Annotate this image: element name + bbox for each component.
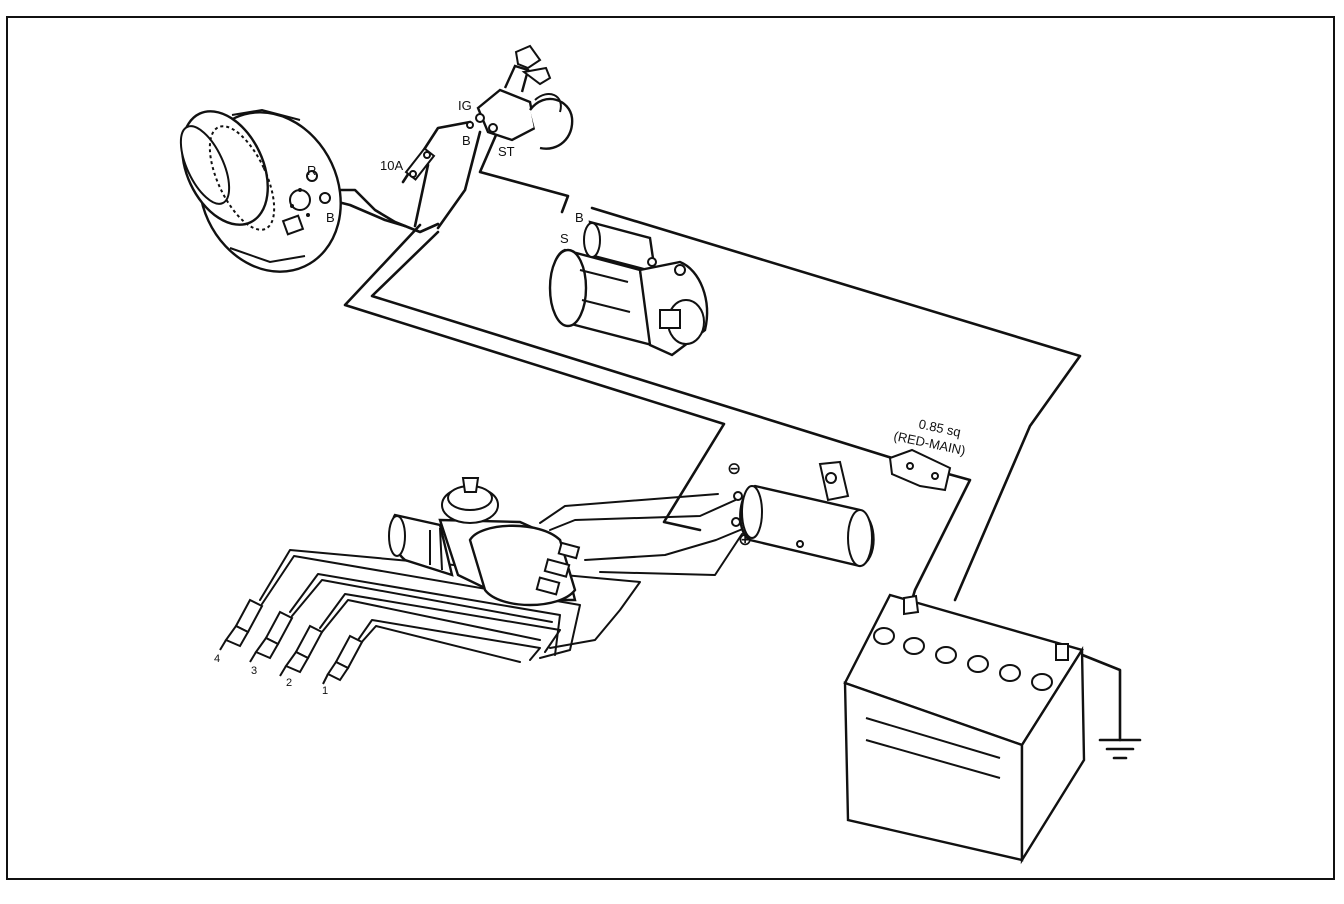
fuse-10a <box>404 147 436 181</box>
coil-positive-symbol: ⊕ <box>738 530 752 550</box>
plug-1-label: 1 <box>322 685 328 697</box>
plug-4-label: 4 <box>214 653 220 665</box>
ground-symbol <box>1098 738 1142 760</box>
coil-negative-symbol: ⊖ <box>727 459 741 479</box>
ignition-switch <box>466 44 574 150</box>
distributor <box>388 477 581 607</box>
fuse-10a-label: 10A <box>380 158 403 173</box>
spark-plug-2 <box>279 624 324 677</box>
alternator <box>179 108 342 273</box>
spark-plug-4 <box>219 598 264 651</box>
spark-plug-1 <box>322 634 364 685</box>
spark-plug-3 <box>249 610 294 663</box>
fusible-link <box>888 448 952 492</box>
starter-s-label: S <box>560 231 569 246</box>
alternator-terminal-b-label: B <box>326 210 335 225</box>
starter-b-label: B <box>575 210 584 225</box>
plug-3-label: 3 <box>251 665 257 677</box>
wiring-harness <box>259 120 1122 742</box>
plug-2-label: 2 <box>286 677 292 689</box>
switch-ig-label: IG <box>458 98 472 113</box>
battery <box>843 593 1086 865</box>
starter-motor <box>548 220 709 357</box>
alternator-terminal-r-label: R <box>307 163 316 178</box>
diagram-frame <box>6 16 1335 880</box>
ignition-coil <box>731 460 875 568</box>
switch-st-label: ST <box>498 144 515 159</box>
switch-b-label: B <box>462 133 471 148</box>
